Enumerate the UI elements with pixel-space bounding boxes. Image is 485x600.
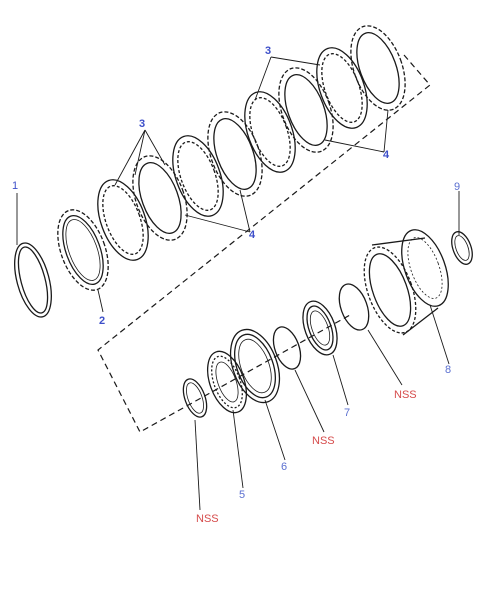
plate-stack-lower xyxy=(97,111,263,261)
callout-8: 8 xyxy=(445,364,451,376)
piston-part-6 xyxy=(229,328,281,404)
friction-plate-b xyxy=(172,135,224,217)
friction-plate-a xyxy=(97,179,149,261)
pressure-plate-part-2 xyxy=(57,209,109,291)
seal-nss-upper xyxy=(338,283,370,331)
callout-3-lower: 3 xyxy=(139,118,145,130)
callout-6: 6 xyxy=(281,461,287,473)
snap-ring-part-1 xyxy=(14,242,52,318)
steel-plate-c xyxy=(278,67,334,153)
steel-plate-b xyxy=(207,111,263,197)
snap-ring-nss-lower xyxy=(182,378,208,418)
callout-nss-middle: NSS xyxy=(312,435,335,447)
clutch-drum-part-8 xyxy=(363,229,449,336)
snap-ring-part-9 xyxy=(451,231,473,265)
callout-1: 1 xyxy=(12,180,18,192)
callout-nss-lower: NSS xyxy=(196,513,219,525)
callout-5: 5 xyxy=(239,489,245,501)
plate-stack-upper xyxy=(244,25,406,173)
steel-plate-a xyxy=(132,155,188,241)
spring-retainer-part-5 xyxy=(206,350,248,414)
leader-lines xyxy=(16,56,460,511)
callout-nss-upper: NSS xyxy=(394,389,417,401)
friction-plate-c xyxy=(244,91,296,173)
callout-2: 2 xyxy=(99,315,105,327)
assembly-boundary xyxy=(97,54,431,433)
piston-seal-part-7 xyxy=(302,300,338,356)
callout-4-upper: 4 xyxy=(383,149,390,161)
callout-4-lower: 4 xyxy=(249,229,256,241)
steel-plate-d xyxy=(350,25,406,111)
seal-nss-middle xyxy=(272,326,302,370)
callout-7: 7 xyxy=(344,407,350,419)
callout-3-upper: 3 xyxy=(265,45,271,57)
callout-9: 9 xyxy=(454,181,460,193)
friction-plate-d xyxy=(316,47,368,129)
